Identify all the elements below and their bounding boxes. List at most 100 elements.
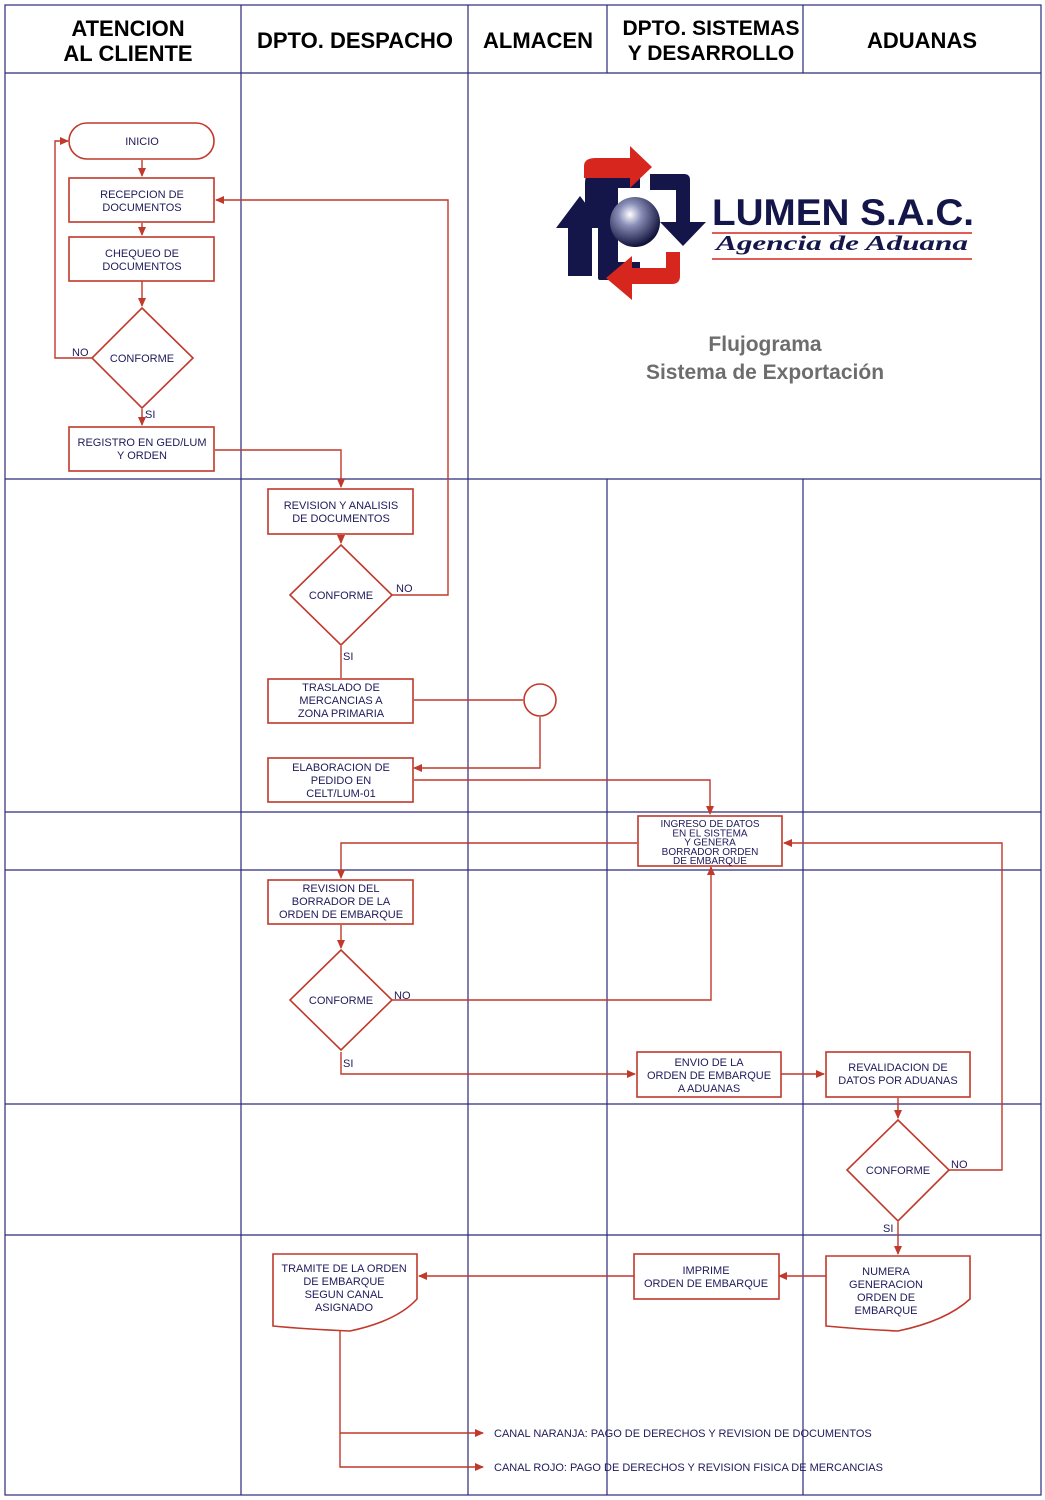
text-line: Flujograma (708, 333, 822, 356)
text-line: GENERACION (849, 1279, 923, 1291)
text-line: NUMERA (862, 1266, 910, 1278)
lane-header-aduanas: ADUANAS (867, 28, 977, 53)
node-conforme-2: CONFORME (288, 543, 394, 647)
text-line: ORDEN DE EMBARQUE (279, 909, 403, 921)
channel-naranja-text: CANAL NARANJA: PAGO DE DERECHOS Y REVISI… (494, 1428, 872, 1440)
text-line: ELABORACION DE (292, 762, 390, 774)
text-line: DATOS POR ADUANAS (838, 1075, 957, 1087)
logo-tagline: Agencia de Aduana (713, 231, 968, 255)
text-line: ENVIO DE LA (674, 1057, 744, 1069)
node-conforme-4: CONFORME (845, 1118, 951, 1223)
text-line: SEGUN CANAL (305, 1289, 384, 1301)
edge-label-no-3: NO (394, 990, 411, 1002)
edge-label-si-1: SI (145, 409, 155, 421)
text-line: CONFORME (110, 353, 174, 365)
text-line: TRASLADO DE (302, 682, 380, 694)
lane-header-almacen: ALMACEN (483, 28, 593, 53)
text-line: REVALIDACION DE (848, 1062, 947, 1074)
svg-text:CONFORME: CONFORME (309, 590, 373, 602)
text-line: DPTO. SISTEMAS (623, 17, 800, 40)
lumen-logo: LUMEN S.A.C. Agencia de Aduana (556, 146, 974, 300)
text-line: Y DESARROLLO (628, 42, 794, 65)
text-line: EN EL SISTEMA (672, 828, 748, 839)
text-line: DPTO. DESPACHO (257, 28, 453, 53)
text-line: IMPRIME (682, 1265, 729, 1277)
text-line: INGRESO DE DATOS (660, 819, 759, 830)
text-line: Y ORDEN (117, 450, 167, 462)
text-line: ADUANAS (867, 28, 977, 53)
text-line: DOCUMENTOS (102, 202, 181, 214)
text-line: ORDEN DE (857, 1292, 915, 1304)
node-inicio: INICIO (68, 122, 215, 160)
text-line: ATENCION (71, 16, 184, 41)
text-line: DE EMBARQUE (303, 1276, 384, 1288)
text-line: MERCANCIAS A (299, 695, 383, 707)
flow-connectors (54, 137, 1003, 1471)
text-line: PEDIDO EN (311, 775, 372, 787)
text-line: RECEPCION DE (100, 189, 184, 201)
text-line: BORRADOR DE LA (292, 896, 391, 908)
svg-text:CONFORME: CONFORME (309, 995, 373, 1007)
text-line: AL CLIENTE (63, 41, 192, 66)
logo-company-name: LUMEN S.A.C. (712, 192, 974, 233)
text-line: CELT/LUM-01 (306, 788, 375, 800)
text-line: ASIGNADO (315, 1302, 374, 1314)
text-line: ALMACEN (483, 28, 593, 53)
customs-channels: CANAL NARANJA: PAGO DE DERECHOS Y REVISI… (494, 1428, 883, 1474)
text-line: CONFORME (866, 1165, 930, 1177)
text-line: ORDEN DE EMBARQUE (644, 1278, 768, 1290)
text-line: Y GENERA (684, 838, 736, 849)
text-line: EMBARQUE (855, 1305, 918, 1317)
node-conforme-1: CONFORME (90, 306, 195, 410)
text-line: CONFORME (309, 995, 373, 1007)
text-line: REGISTRO EN GED/LUM (78, 437, 207, 449)
node-connector-circle (523, 683, 557, 717)
text-line: BORRADOR ORDEN (662, 847, 759, 858)
text-line: A ADUANAS (678, 1083, 740, 1095)
edge-label-si-4: SI (883, 1223, 893, 1235)
text-line: TRAMITE DE LA ORDEN (281, 1263, 406, 1275)
text-line: REVISION DEL (302, 883, 379, 895)
text-line: CONFORME (309, 590, 373, 602)
channel-rojo-text: CANAL ROJO: PAGO DE DERECHOS Y REVISION … (494, 1462, 883, 1474)
node-conforme-3: CONFORME (288, 948, 394, 1052)
text-line: DE DOCUMENTOS (292, 513, 390, 525)
svg-text:INICIO: INICIO (125, 136, 159, 148)
edge-label-si-3: SI (343, 1058, 353, 1070)
swimlane-grid (4, 4, 1042, 1496)
edge-label-no-2: NO (396, 583, 413, 595)
svg-text:CONFORME: CONFORME (866, 1165, 930, 1177)
edge-label-si-2: SI (343, 651, 353, 663)
text-line: Sistema de Exportación (646, 361, 884, 384)
text-line: INICIO (125, 136, 159, 148)
edge-label-no-4: NO (951, 1159, 968, 1171)
text-line: DE EMBARQUE (673, 856, 747, 867)
